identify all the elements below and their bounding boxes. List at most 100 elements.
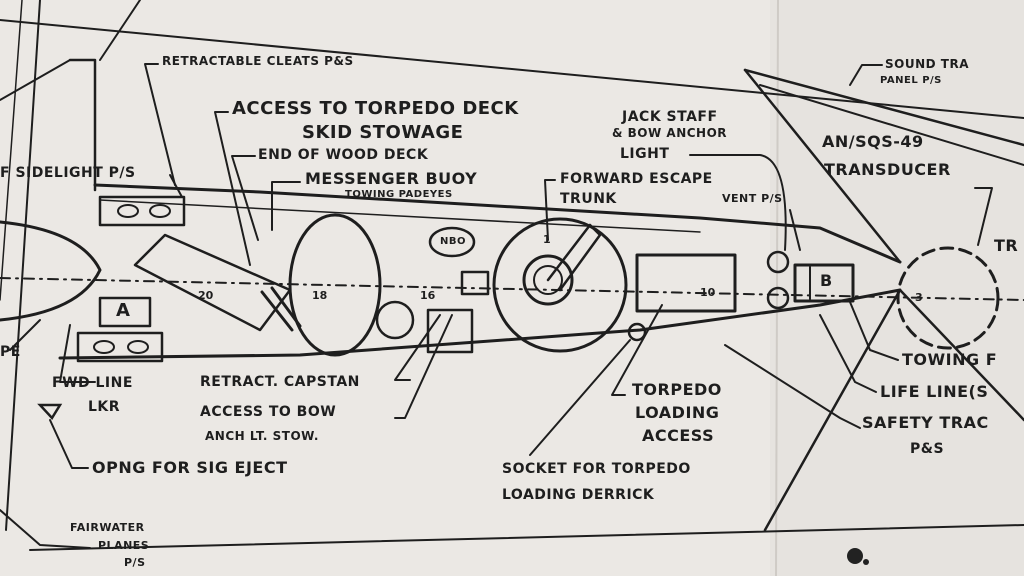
sound-panel	[743, 68, 1024, 147]
leader-life-line	[819, 314, 877, 393]
messenger-buoy	[288, 213, 382, 357]
box-a	[98, 296, 152, 328]
sail-outline	[68, 58, 97, 192]
label-towing-f: TOWING F	[902, 350, 998, 369]
capstan-circle	[375, 300, 415, 340]
label-torpedo: TORPEDO	[632, 380, 722, 399]
padeye-circle	[428, 226, 476, 258]
label-safety-track-ps: P&S	[910, 441, 945, 457]
leader-access-bow	[394, 314, 453, 419]
leader-pe	[9, 319, 41, 351]
sig-eject-marker	[37, 403, 63, 421]
sound-panel-inner	[759, 84, 1024, 166]
label-skid-stowage: SKID STOWAGE	[302, 122, 464, 143]
label-anch-lt-stow: ANCH LT. STOW.	[205, 429, 319, 443]
bow-light-box	[793, 263, 855, 303]
socket-circle	[627, 322, 647, 342]
label-transducer: TRANSDUCER	[824, 160, 951, 179]
label-sound-panel: SOUND TRA	[885, 57, 969, 71]
sidelight-box	[98, 195, 186, 227]
sail-left-edge	[0, 59, 71, 101]
left-border-line	[5, 0, 41, 531]
label-jack-staff: JACK STAFF	[622, 109, 718, 125]
deck-outline-upper	[93, 183, 902, 264]
label-box-b: B	[820, 271, 833, 290]
label-vent: VENT P/S	[722, 192, 783, 205]
torpedo-loading-hatch	[635, 253, 737, 313]
label-socket-for-torpedo: SOCKET FOR TORPEDO	[502, 461, 691, 477]
ink-blot	[847, 548, 863, 564]
fwd-line-lens-1	[93, 340, 115, 354]
label-retract-capstan: RETRACT. CAPSTAN	[200, 374, 360, 390]
label-fairwater: FAIRWATER	[70, 521, 145, 534]
leader-socket	[529, 339, 631, 456]
escape-trunk-lever	[546, 223, 602, 292]
label-loading-derrick: LOADING DERRICK	[502, 487, 655, 503]
escape-trunk-outer	[492, 217, 628, 353]
fairwater-body	[0, 220, 102, 322]
leader-towing-f	[849, 301, 899, 361]
fwd-line-lens-2	[127, 340, 149, 354]
upper-hull-edge	[0, 19, 1024, 119]
deck-outline-inner	[99, 199, 701, 233]
label-box-a: A	[116, 300, 131, 321]
leader-access-torpedo	[214, 111, 251, 266]
leader-forward-escape	[544, 179, 556, 241]
leader-retractable-cleats	[144, 63, 176, 186]
label-opng-sig-eject: OPNG FOR SIG EJECT	[92, 458, 288, 477]
small-square	[460, 270, 490, 296]
frame-number-10: 10	[700, 286, 716, 299]
label-pe: PE	[0, 344, 21, 360]
leader-fwd-line	[59, 324, 96, 383]
leader-safety-track	[724, 344, 861, 429]
leader-torpedo-loading	[611, 304, 663, 396]
vent-circle-stbd	[766, 286, 790, 310]
label-lkr: LKR	[88, 399, 121, 415]
label-nbo: NBO	[440, 236, 466, 247]
label-planes: PLANES	[98, 539, 150, 552]
fairwater-planes-outline	[0, 509, 91, 549]
label-access: ACCESS	[642, 426, 715, 445]
frame-number-3: 3	[915, 291, 923, 304]
centerline	[0, 277, 1024, 301]
escape-trunk-core	[533, 265, 563, 295]
label-sound-panel-ps: PANEL P/S	[880, 75, 942, 86]
label-retractable-cleats: RETRACTABLE CLEATS P&S	[162, 54, 354, 68]
leader-vent	[789, 209, 801, 251]
frame-number-20: 20	[198, 289, 214, 302]
skid-hatch	[260, 290, 294, 332]
left-border-line-2	[0, 0, 23, 301]
leader-sound-panel	[849, 64, 883, 86]
leader-opng-sig	[49, 419, 89, 469]
label-access-torpedo-deck: ACCESS TO TORPEDO DECK	[232, 98, 519, 119]
label-tr: TR	[994, 236, 1019, 255]
fwd-line-locker-box	[76, 331, 164, 363]
leader-sidelight	[169, 174, 183, 198]
label-an-sqs-49: AN/SQS-49	[822, 132, 924, 151]
sidelight-lens-2	[149, 204, 171, 218]
label-light: LIGHT	[620, 146, 670, 162]
leader-retract-capstan	[394, 314, 441, 381]
leader-jack-staff	[689, 154, 787, 251]
escape-trunk-inner	[522, 254, 574, 306]
bow-lower-line	[763, 288, 1024, 532]
sail-arrow-line	[99, 0, 141, 61]
lower-hull-edge	[29, 524, 1024, 551]
leader-transducer	[974, 187, 993, 246]
label-life-line: LIFE LINE(S	[880, 382, 989, 401]
label-trunk: TRUNK	[560, 191, 617, 207]
label-messenger-buoy: MESSENGER BUOY	[305, 169, 478, 188]
label-planes-ps: P/S	[124, 556, 146, 569]
paper-fold-shade	[770, 0, 1024, 576]
label-sidelight: F SIDELIGHT P/S	[0, 165, 136, 181]
frame-number-18: 18	[312, 289, 328, 302]
label-access-to-bow: ACCESS TO BOW	[200, 404, 337, 420]
sidelight-lens-1	[117, 204, 139, 218]
label-end-wood-deck: END OF WOOD DECK	[258, 147, 429, 163]
vent-circle-port	[766, 250, 790, 274]
label-bow-anchor: & BOW ANCHOR	[612, 126, 728, 140]
bow-hull-line	[743, 68, 902, 264]
leader-end-wood	[231, 155, 259, 241]
